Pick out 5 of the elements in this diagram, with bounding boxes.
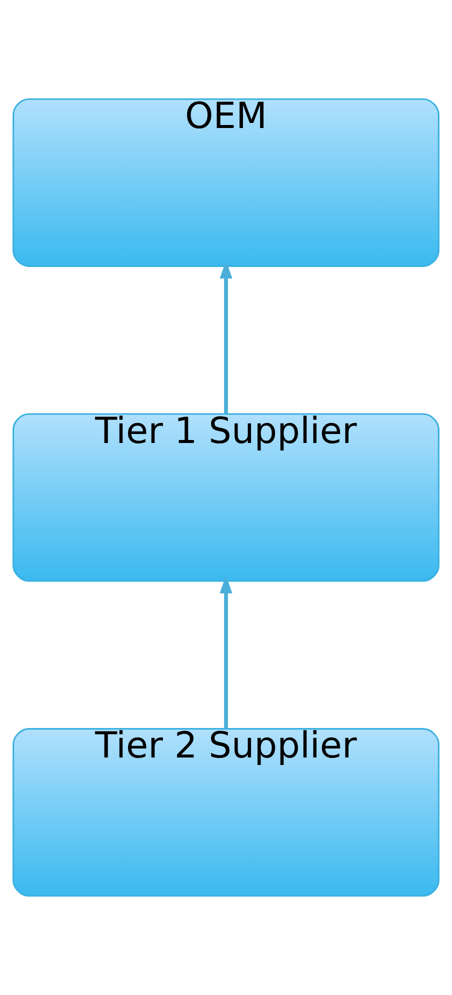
node-box: Tier 2 Supplier — [12, 728, 440, 897]
arrow — [220, 575, 232, 729]
arrow — [220, 260, 232, 414]
node-box: OEM — [12, 98, 440, 267]
node-box: Tier 1 Supplier — [12, 413, 440, 582]
